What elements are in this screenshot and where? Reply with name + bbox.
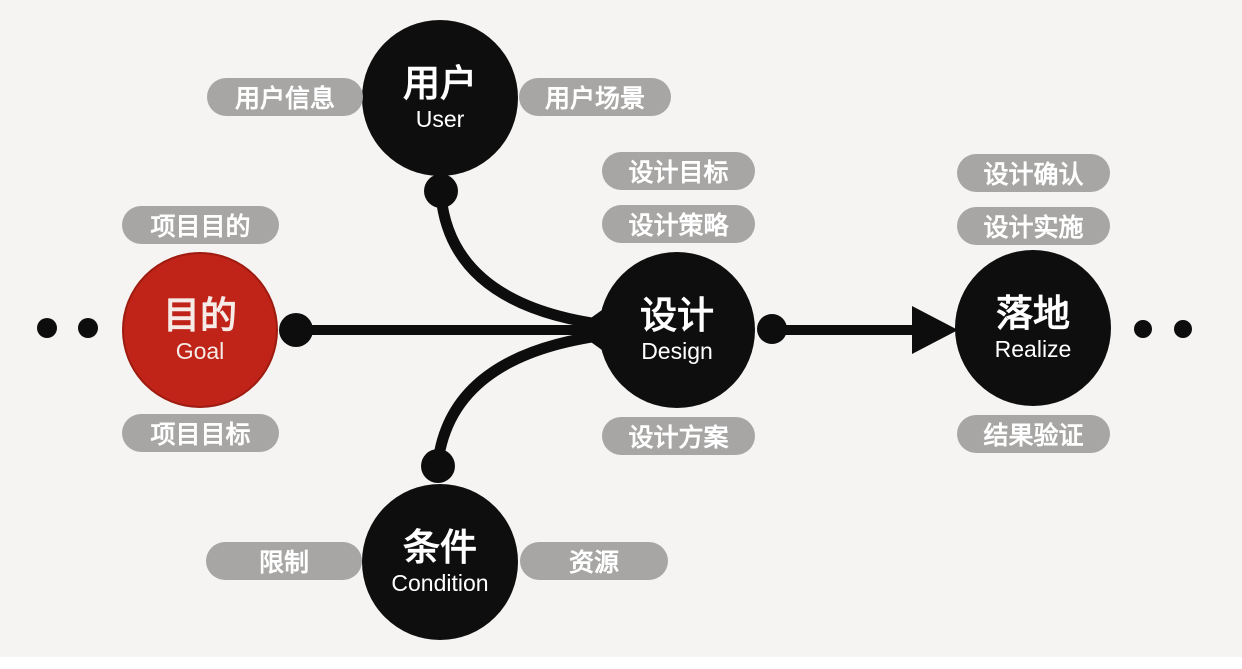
node-goal-label-en: Goal [175,337,225,364]
pill-design-implement: 设计实施 [957,207,1110,245]
connector-condition-design-curve [432,328,620,468]
node-user-label-en: User [415,105,465,132]
pill-limit: 限制 [206,542,362,580]
node-realize: 落地 Realize [955,250,1111,406]
pill-design-confirm: 设计确认 [957,154,1110,192]
pill-user-info: 用户信息 [207,78,363,116]
ellipsis-left-dot-2 [78,318,98,338]
pill-project-goal: 项目目标 [122,414,279,452]
pill-design-goal: 设计目标 [602,152,755,190]
node-design-label-en: Design [641,337,713,364]
node-design: 设计 Design [599,252,755,408]
node-design-label-zh: 设计 [640,294,714,336]
node-goal-label-zh: 目的 [163,294,237,336]
node-goal: 目的 Goal [122,252,278,408]
node-condition-label-en: Condition [391,569,489,596]
bottom-white-strip [0,657,1242,669]
pill-result-verify: 结果验证 [957,415,1110,453]
pill-resource: 资源 [520,542,668,580]
ellipsis-right-dot-1 [1134,320,1152,338]
node-user-label-zh: 用户 [403,62,477,104]
ellipsis-right-dot-2 [1174,320,1192,338]
pill-design-strategy: 设计策略 [602,205,755,243]
connector-user-design-curve [435,190,620,332]
dot-design-right [757,314,787,344]
arrow-design-realize-head [912,306,958,354]
pill-user-scene: 用户场景 [519,78,671,116]
dot-user-bottom [424,174,458,208]
node-condition: 条件 Condition [362,484,518,640]
node-condition-label-zh: 条件 [403,526,477,568]
node-realize-label-zh: 落地 [996,292,1070,334]
node-user: 用户 User [362,20,518,176]
node-realize-label-en: Realize [994,335,1072,362]
ellipsis-left-dot-1 [37,318,57,338]
dot-goal-right [279,313,313,347]
pill-project-purpose: 项目目的 [122,206,279,244]
pill-design-plan: 设计方案 [602,417,755,455]
dot-condition-top [421,449,455,483]
